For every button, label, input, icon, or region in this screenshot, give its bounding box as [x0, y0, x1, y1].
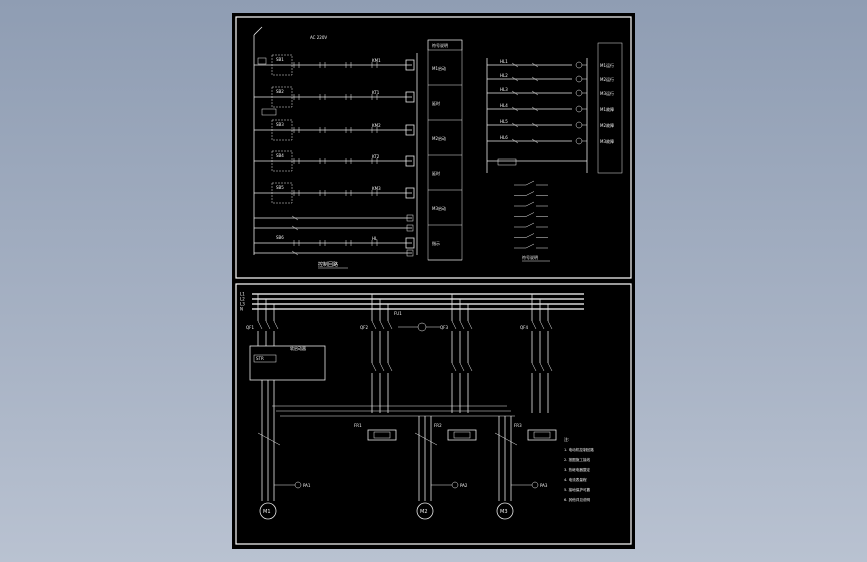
bottom-panel-frame [235, 283, 632, 545]
ammeter-label: PA1 [303, 483, 311, 488]
motor-label: M1 [263, 509, 271, 515]
rung-km3: SB5 KM3 [254, 182, 415, 204]
soft-starter-box [249, 345, 326, 381]
motor-m1: M1 PA1 [257, 380, 311, 520]
motor-label: M3 [500, 509, 508, 515]
note-line: 5. 接地保护可靠 [564, 487, 591, 492]
branch-qf4: QF4 [520, 294, 553, 413]
legend-title: 符号说明 [432, 42, 448, 48]
starter-tag: STR [256, 356, 264, 361]
rung-tag: SB3 [276, 122, 284, 127]
branch-qf3: QF3 [440, 294, 473, 413]
rung-coil: HL [372, 236, 378, 241]
section-title: 控制回路 [318, 261, 338, 268]
top-panel-frame [235, 16, 632, 279]
breaker-label: QF3 [440, 325, 448, 330]
relay-label: FR2 [434, 423, 442, 428]
rung-tag: SB6 [276, 235, 284, 240]
rung-kt2: SB4 KT2 [254, 150, 415, 172]
relay-label: FR3 [514, 423, 522, 428]
breaker-label: QF1 [246, 325, 254, 330]
rung-km1: SB1 KM1 [254, 54, 415, 76]
phase-label: N [240, 307, 243, 312]
rung-tag: SB4 [276, 153, 284, 158]
branch-qf1: QF1 [246, 294, 279, 346]
rung-kt1: SB2 KT1 [254, 86, 415, 108]
ammeter-label: PA2 [460, 483, 468, 488]
signal-desc: M3故障 [600, 138, 614, 144]
rung-tag: SB5 [276, 185, 284, 190]
signal-desc: M1故障 [600, 106, 614, 112]
supply-label: AC 220V [310, 35, 327, 40]
note-line: 1. 电动机控制回路 [564, 447, 594, 452]
signal-tag: HL5 [500, 119, 508, 124]
rung-coil: KM1 [372, 58, 381, 63]
note-line: 2. 按图施工接线 [564, 457, 591, 462]
note-line: 3. 热继电器整定 [564, 467, 591, 472]
signal-desc: M1运行 [600, 62, 614, 68]
breaker-label: QF4 [520, 325, 528, 330]
motor-m3: M3 PA3 [494, 416, 548, 520]
rung-desc: 延时 [432, 170, 440, 176]
rung-desc: M2启动 [432, 135, 446, 141]
legend-label: 符号说明 [522, 254, 538, 260]
ammeter-label: PA3 [540, 483, 548, 488]
signal-tag: HL1 [500, 59, 508, 64]
note-line: 4. 电流表量程 [564, 477, 587, 482]
rung-desc: 指示 [432, 240, 440, 246]
rung-coil: KM3 [372, 186, 381, 191]
note-line: 6. 其他详见说明 [564, 497, 591, 502]
rung-tag: SB1 [276, 57, 284, 62]
rung-desc: M1启动 [432, 65, 446, 71]
phase-label: L1 [240, 292, 245, 297]
motor-m2: M2 PA2 [414, 416, 468, 520]
relay-label: FR1 [354, 423, 362, 428]
rung-coil: KM2 [372, 123, 381, 128]
signal-tag: HL3 [500, 87, 508, 92]
phase-label: L3 [240, 302, 245, 307]
breaker-label: QF2 [360, 325, 368, 330]
signal-tag: HL4 [500, 103, 508, 108]
branch-qf2: QF2 [360, 294, 393, 413]
signal-desc: M2运行 [600, 76, 614, 82]
motor-label: M2 [420, 509, 428, 515]
rung-hl: SB6 HL [254, 235, 415, 249]
starter-label: 软启动器 [290, 345, 306, 351]
rung-km2: SB3 KM2 [254, 119, 415, 141]
phase-label: L2 [240, 297, 245, 302]
notes-title: 注: [564, 436, 569, 442]
signal-tag: HL6 [500, 135, 508, 140]
fuse-label: FU1 [394, 311, 402, 316]
signal-desc: M3运行 [600, 90, 614, 96]
notes-block: 注: 1. 电动机控制回路 2. 按图施工接线 3. 热继电器整定 4. 电流表量程 5.… [564, 436, 594, 502]
rung-coil: KT2 [372, 154, 380, 159]
rung-tag: SB2 [276, 89, 284, 94]
rung-coil: KT1 [372, 90, 380, 95]
signal-tag: HL2 [500, 73, 508, 78]
signal-desc: M2故障 [600, 122, 614, 128]
signal-circuit: HL1M1运行HL2M2运行HL3M3运行HL4M1故障HL5M2故障HL6M3… [486, 42, 623, 262]
rung-desc: 延时 [432, 100, 440, 106]
rung-desc: M3启动 [432, 205, 446, 211]
